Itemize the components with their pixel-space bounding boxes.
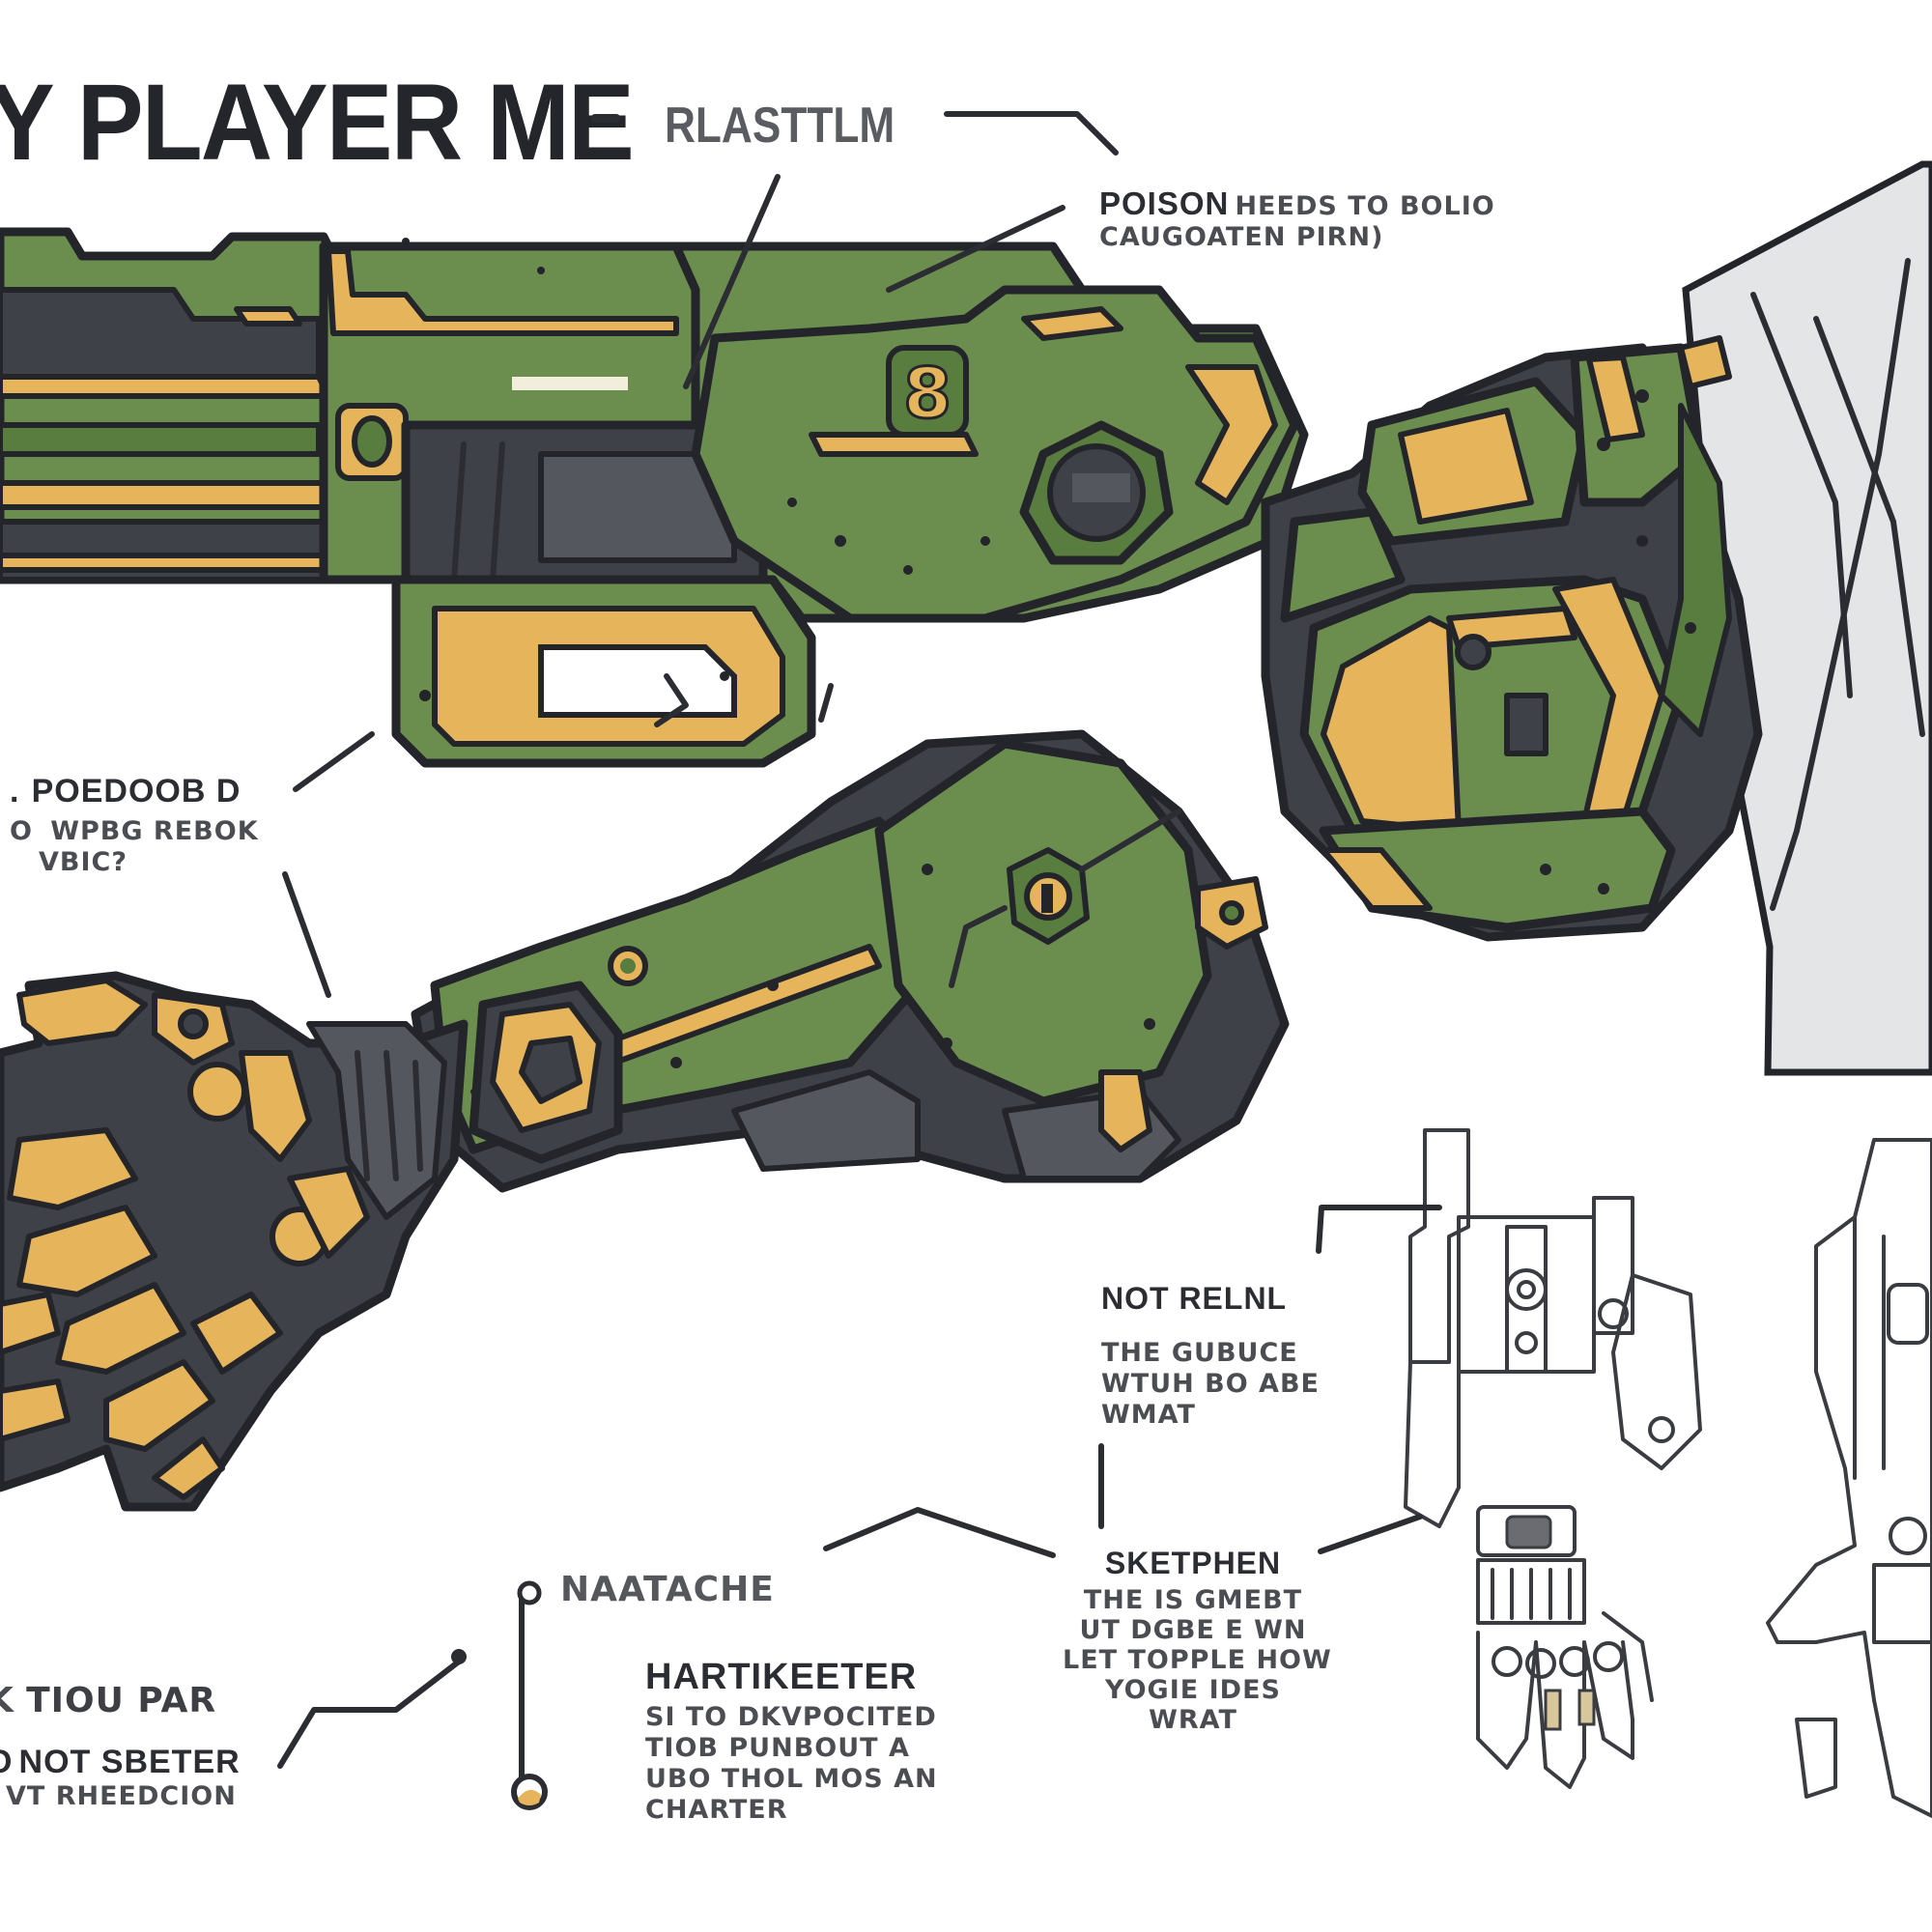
callout-sketchen-line: LET TOPPLE HOW	[1063, 1645, 1332, 1675]
forearm-armor	[411, 729, 1290, 1193]
callout-natache: NAATACHE	[560, 1573, 775, 1607]
callout-not-real: NOT RELNL THE GUBUCE WTUH BO ABE WMAT	[1101, 1281, 1320, 1431]
callout-poison-line2: CAUGOATEN PIRN)	[1099, 222, 1384, 252]
sketch-hand-side	[1766, 1138, 1932, 1818]
callout-sketchen: SKETPHEN THE IS GMEBT UT DGBE E WN LET T…	[1063, 1546, 1332, 1735]
callout-poedoob-line1: WPBG REBOK	[50, 816, 259, 846]
title-dash	[591, 114, 620, 123]
callout-not-real-heading: NOT RELNL	[1101, 1281, 1288, 1316]
callout-hartikeeter-line: TIOB PUNBOUT A	[645, 1733, 910, 1763]
callout-tiou-prefix: K	[0, 1681, 14, 1720]
callout-tiou-subheading: NOT SBETER	[18, 1744, 241, 1780]
page-title: Y PLAYER ME	[0, 62, 635, 183]
callout-tiou-sub-prefix: O	[0, 1744, 13, 1780]
callout-sketchen-line: WRAT	[1149, 1705, 1237, 1735]
sketch-hand-front	[1404, 1128, 1702, 1789]
callout-poedoob-line1-prefix: O	[10, 816, 33, 846]
gauntlet-upper	[1261, 335, 1763, 942]
gun: 8	[0, 227, 1309, 768]
callout-tiou-par: K TIOU PAR O NOT SBETER VT RHEEDCION	[0, 1684, 241, 1812]
callout-natache-heading: NAATACHE	[560, 1570, 775, 1609]
callout-not-real-line: WTUH BO ABE	[1101, 1369, 1320, 1399]
callout-sketchen-line: YOGIE IDES	[1105, 1675, 1281, 1705]
page-subtitle: RLASTTLM	[665, 98, 895, 154]
callout-not-real-line: WMAT	[1101, 1400, 1196, 1430]
callout-poison-heading: POISON	[1099, 185, 1230, 221]
callout-poison: POISON HEEDS TO BOLIO CAUGOATEN PIRN)	[1099, 185, 1495, 253]
callout-poedoob-heading: POEDOOB D	[31, 773, 242, 810]
callout-sketchen-line: THE IS GMEBT	[1083, 1585, 1303, 1615]
callout-sketchen-heading: SKETPHEN	[1104, 1546, 1282, 1580]
callout-poedoob: . POEDOOB D O WPBG REBOK VBIC?	[10, 773, 259, 878]
callout-poedoob-prefix: .	[10, 773, 20, 810]
callout-hartikeeter-line: SI TO DKVPOCITED	[645, 1702, 937, 1732]
callout-hartikeeter-heading: HARTIKEETER	[645, 1657, 918, 1697]
callout-hartikeeter-line: UBO THOL MOS AN	[645, 1764, 938, 1794]
callout-lines	[277, 111, 1442, 1810]
armored-hand	[0, 971, 469, 1512]
callout-poison-line1: HEEDS TO BOLIO	[1235, 191, 1495, 221]
callout-poedoob-line2: VBIC?	[39, 847, 128, 877]
callout-tiou-heading: TIOU PAR	[26, 1681, 217, 1720]
callout-hartikeeter-line: CHARTER	[645, 1795, 788, 1825]
callout-sketchen-line: UT DGBE E WN	[1079, 1615, 1307, 1645]
callout-hartikeeter: HARTIKEETER SI TO DKVPOCITED TIOB PUNBOU…	[645, 1657, 938, 1826]
svg-text:8: 8	[903, 353, 952, 434]
callout-tiou-line: VT RHEEDCION	[6, 1781, 237, 1811]
callout-not-real-line: THE GUBUCE	[1101, 1338, 1298, 1368]
